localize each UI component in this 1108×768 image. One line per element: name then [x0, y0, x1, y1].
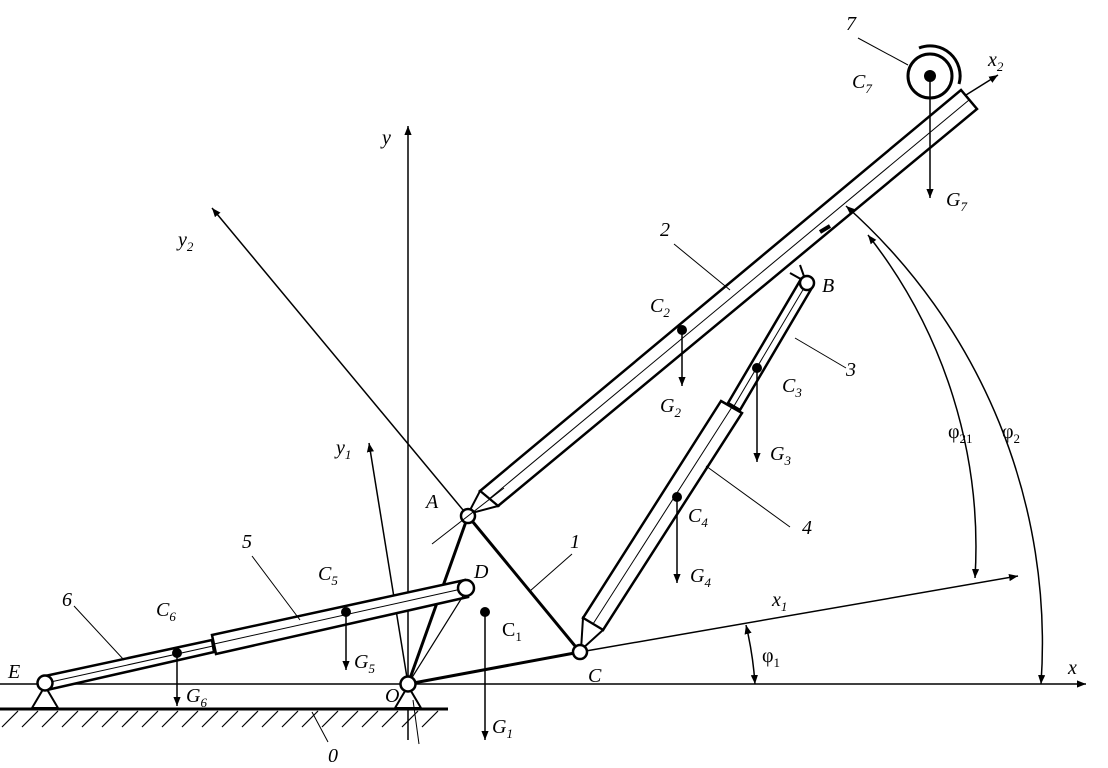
angle-arc-phi1: [744, 624, 758, 685]
link-number-3: 3: [845, 359, 856, 381]
label-G7: G7: [946, 189, 967, 214]
link-number-2: 2: [660, 219, 670, 241]
label-B: B: [822, 275, 834, 297]
ground-hatching: [1, 710, 439, 728]
label-G2: G2: [660, 395, 681, 420]
joint-C: [571, 643, 589, 661]
angle-arc-phi2: [845, 205, 1046, 685]
label-A: A: [424, 491, 439, 513]
label-x1: x1: [771, 589, 787, 614]
label-G6: G6: [186, 685, 207, 710]
label-C4: C4: [688, 505, 708, 530]
label-x: x: [1067, 657, 1077, 679]
label-O: O: [385, 685, 399, 707]
link-number-4: 4: [802, 517, 812, 539]
label-phi1: φ1: [762, 645, 780, 670]
link-4-cylinder: [579, 399, 744, 653]
label-G3: G3: [770, 443, 791, 468]
x1-axis: [579, 573, 1019, 653]
link-6-rod: [43, 638, 216, 692]
support-O: [393, 684, 423, 709]
link-number-7: 7: [846, 13, 857, 35]
label-C1: C1: [502, 619, 522, 644]
link-2-boom: [466, 88, 979, 516]
label-x2: x2: [987, 49, 1004, 74]
label-C3: C3: [782, 375, 802, 400]
label-y1: y1: [334, 437, 351, 462]
support-E: [30, 684, 60, 709]
label-phi21: φ21: [948, 421, 973, 446]
label-y: y: [380, 127, 391, 149]
link-number-1: 1: [570, 531, 580, 553]
joint-O: [399, 675, 417, 693]
label-y2: y2: [176, 229, 194, 254]
label-G4: G4: [690, 565, 711, 590]
link-number-6: 6: [62, 589, 72, 611]
label-C: C: [588, 665, 602, 687]
link-number-5: 5: [242, 531, 252, 553]
label-C7: C7: [852, 71, 872, 96]
leader-lines: [73, 243, 847, 661]
ground: [0, 707, 448, 743]
label-G1: G1: [492, 716, 513, 741]
label-D: D: [473, 561, 489, 583]
y1-axis: [366, 442, 409, 685]
label-C2: C2: [650, 295, 670, 320]
y2-axis: [211, 207, 469, 517]
joint-D: [456, 578, 476, 598]
load-7: [906, 44, 962, 100]
joint-B: [798, 274, 816, 292]
joint-E: [36, 674, 54, 692]
link-5-cylinder: [210, 578, 470, 656]
label-E: E: [7, 661, 20, 683]
label-phi2: φ2: [1002, 421, 1020, 446]
label-G5: G5: [354, 651, 375, 676]
label-C6: C6: [156, 599, 176, 624]
label-C5: C5: [318, 563, 338, 588]
link-number-0: 0: [328, 745, 338, 767]
